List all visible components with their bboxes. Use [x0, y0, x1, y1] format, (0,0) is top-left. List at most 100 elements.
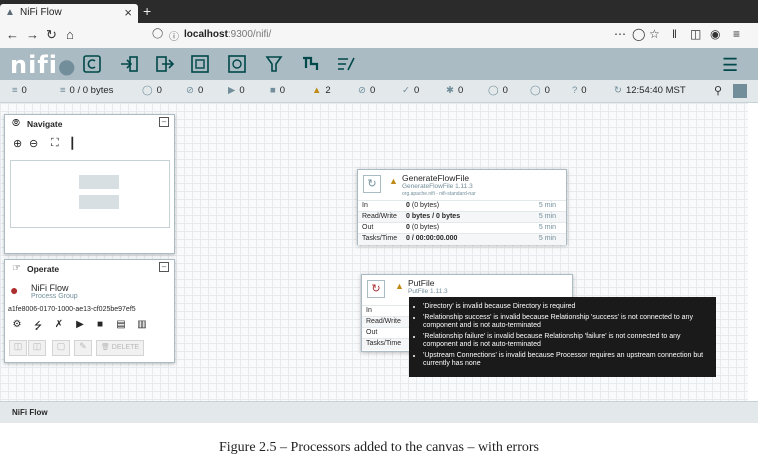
copy-icon[interactable]: ◫	[9, 340, 27, 356]
url-path: :9300/nifi/	[227, 29, 272, 40]
output-port-tool-icon[interactable]	[155, 54, 175, 74]
browser-tab-bar	[0, 0, 758, 23]
enable-icon[interactable]: ⭍	[33, 321, 43, 332]
processor-type: GenerateFlowFile 1.11.3	[402, 183, 473, 190]
invalid-warning-icon[interactable]: ▲	[389, 176, 398, 186]
compass-icon: ⦾	[12, 118, 20, 129]
upload-template-icon[interactable]: ▥	[137, 319, 147, 330]
up-to-date-count: ✓0	[402, 85, 420, 96]
active-threads: ≡0	[12, 85, 27, 96]
global-menu-icon[interactable]: ☰	[722, 55, 739, 75]
browser-toolbar: ← → ↻ ⌂	[0, 23, 758, 49]
minimize-icon[interactable]: –	[159, 117, 169, 127]
tab-close-icon[interactable]: ×	[124, 5, 132, 20]
disable-icon[interactable]: ✗	[54, 319, 64, 330]
browser-tab[interactable]: ▲ NiFi Flow ×	[0, 4, 138, 23]
page-actions-icon[interactable]: ⋯	[614, 27, 626, 41]
canvas-scroll-gutter	[748, 103, 758, 401]
tab-title: NiFi Flow	[20, 7, 62, 18]
zoom-in-icon[interactable]: ⊕	[13, 138, 23, 150]
library-icon[interactable]: ‖	[672, 27, 677, 41]
funnel-tool-icon[interactable]	[264, 54, 284, 74]
group-icon[interactable]: ▢	[52, 340, 70, 356]
breadcrumb-root[interactable]: NiFi Flow	[12, 408, 48, 417]
processor-tool-icon[interactable]	[82, 54, 102, 74]
url-bar[interactable]: ◯ ⓘ localhost:9300/nifi/	[150, 27, 670, 44]
process-group-tool-icon[interactable]	[190, 54, 210, 74]
invalid-warning-icon[interactable]: ▲	[395, 281, 404, 291]
extension-icon[interactable]: ◉	[710, 27, 721, 41]
processor-icon: ↻	[367, 280, 385, 298]
nifi-favicon-icon: ▲	[5, 7, 15, 18]
fit-icon[interactable]: ⛶	[51, 137, 59, 149]
browser-menu-icon[interactable]: ≡	[733, 27, 741, 41]
last-refreshed[interactable]: ↻12:54:40 MST	[614, 85, 686, 96]
breadcrumb-bar: NiFi Flow	[0, 401, 758, 423]
queued-count: ≡0 / 0 bytes	[60, 85, 114, 96]
hand-icon: ☞	[12, 263, 21, 274]
nifi-logo: nifi●	[10, 51, 77, 79]
stopped-icon: ■	[270, 85, 276, 96]
new-tab-icon[interactable]: +	[143, 3, 152, 19]
process-group-icon: ●	[10, 282, 19, 298]
validation-error: 'Relationship failure' is invalid becaus…	[423, 333, 710, 349]
minimap-processor	[79, 175, 119, 189]
flow-status-bar	[0, 80, 758, 103]
modified-stale-icon: ◯	[530, 85, 541, 96]
validation-error: 'Relationship success' is invalid becaus…	[423, 314, 710, 330]
paste-icon[interactable]: ◫	[28, 340, 46, 356]
back-icon[interactable]: ←	[6, 27, 19, 42]
processor-name: GenerateFlowFile	[402, 173, 470, 183]
disabled-count: ⊘0	[358, 85, 376, 96]
color-icon[interactable]: ✎	[74, 340, 92, 356]
running-icon: ▶	[228, 85, 236, 96]
stopped-count: ■0	[270, 85, 286, 96]
refresh-icon[interactable]: ↻	[614, 85, 622, 96]
navigate-header[interactable]: ⦾ Navigate –	[5, 115, 174, 133]
search-icon[interactable]: ⚲	[714, 85, 723, 97]
start-icon[interactable]: ▶	[76, 319, 84, 330]
info-icon[interactable]: ⓘ	[169, 32, 179, 43]
label-tool-icon[interactable]	[336, 54, 356, 74]
minimap-processor	[79, 195, 119, 209]
bulletin-board-icon[interactable]	[733, 84, 747, 98]
question-icon: ?	[572, 85, 578, 96]
locally-modified-count: ✱0	[446, 85, 464, 96]
birdseye-minimap[interactable]	[10, 160, 170, 228]
not-transmitting-count: ⊘0	[186, 85, 204, 96]
delete-button[interactable]: 🗑 DELETE	[96, 340, 144, 356]
minimize-icon[interactable]: –	[159, 262, 169, 272]
create-template-icon[interactable]: ▤	[116, 319, 126, 330]
sync-failure-count: ?0	[572, 85, 587, 96]
nifi-header	[0, 48, 758, 80]
stop-icon[interactable]: ■	[96, 319, 104, 330]
configure-icon[interactable]: ⚙	[12, 319, 22, 330]
home-icon[interactable]: ⌂	[66, 27, 74, 42]
processor-generateflowfile[interactable]: ↻ ▲ GenerateFlowFile GenerateFlowFile 1.…	[357, 169, 567, 245]
operate-header[interactable]: ☞ Operate –	[5, 260, 174, 278]
processor-type: PutFile 1.11.3	[408, 288, 448, 295]
bookmark-star-icon[interactable]: ☆	[649, 27, 660, 41]
input-port-tool-icon[interactable]	[119, 54, 139, 74]
template-tool-icon[interactable]	[300, 54, 320, 74]
validation-error: 'Directory' is invalid because Directory…	[423, 303, 710, 311]
zoom-out-icon[interactable]: ⊖	[29, 138, 39, 150]
stale-count: ◯0	[488, 85, 508, 96]
remote-process-group-tool-icon[interactable]	[227, 54, 247, 74]
reload-icon[interactable]: ↻	[46, 27, 57, 42]
shield-icon[interactable]: ◯	[152, 28, 164, 39]
running-count: ▶0	[228, 85, 245, 96]
check-icon: ✓	[402, 85, 410, 96]
figure-caption: Figure 2.5 – Processors added to the can…	[219, 440, 539, 455]
warning-icon: ▲	[312, 85, 322, 96]
pocket-icon[interactable]: ◯	[632, 27, 646, 41]
processor-bundle: org.apache.nifi - nifi-standard-nar	[402, 191, 476, 197]
processor-icon: ↻	[363, 175, 381, 193]
actual-size-icon[interactable]: ┃	[69, 138, 76, 150]
sidebar-icon[interactable]: ◫	[690, 27, 702, 41]
url-host: localhost	[184, 29, 228, 40]
forward-icon[interactable]: →	[26, 27, 39, 42]
